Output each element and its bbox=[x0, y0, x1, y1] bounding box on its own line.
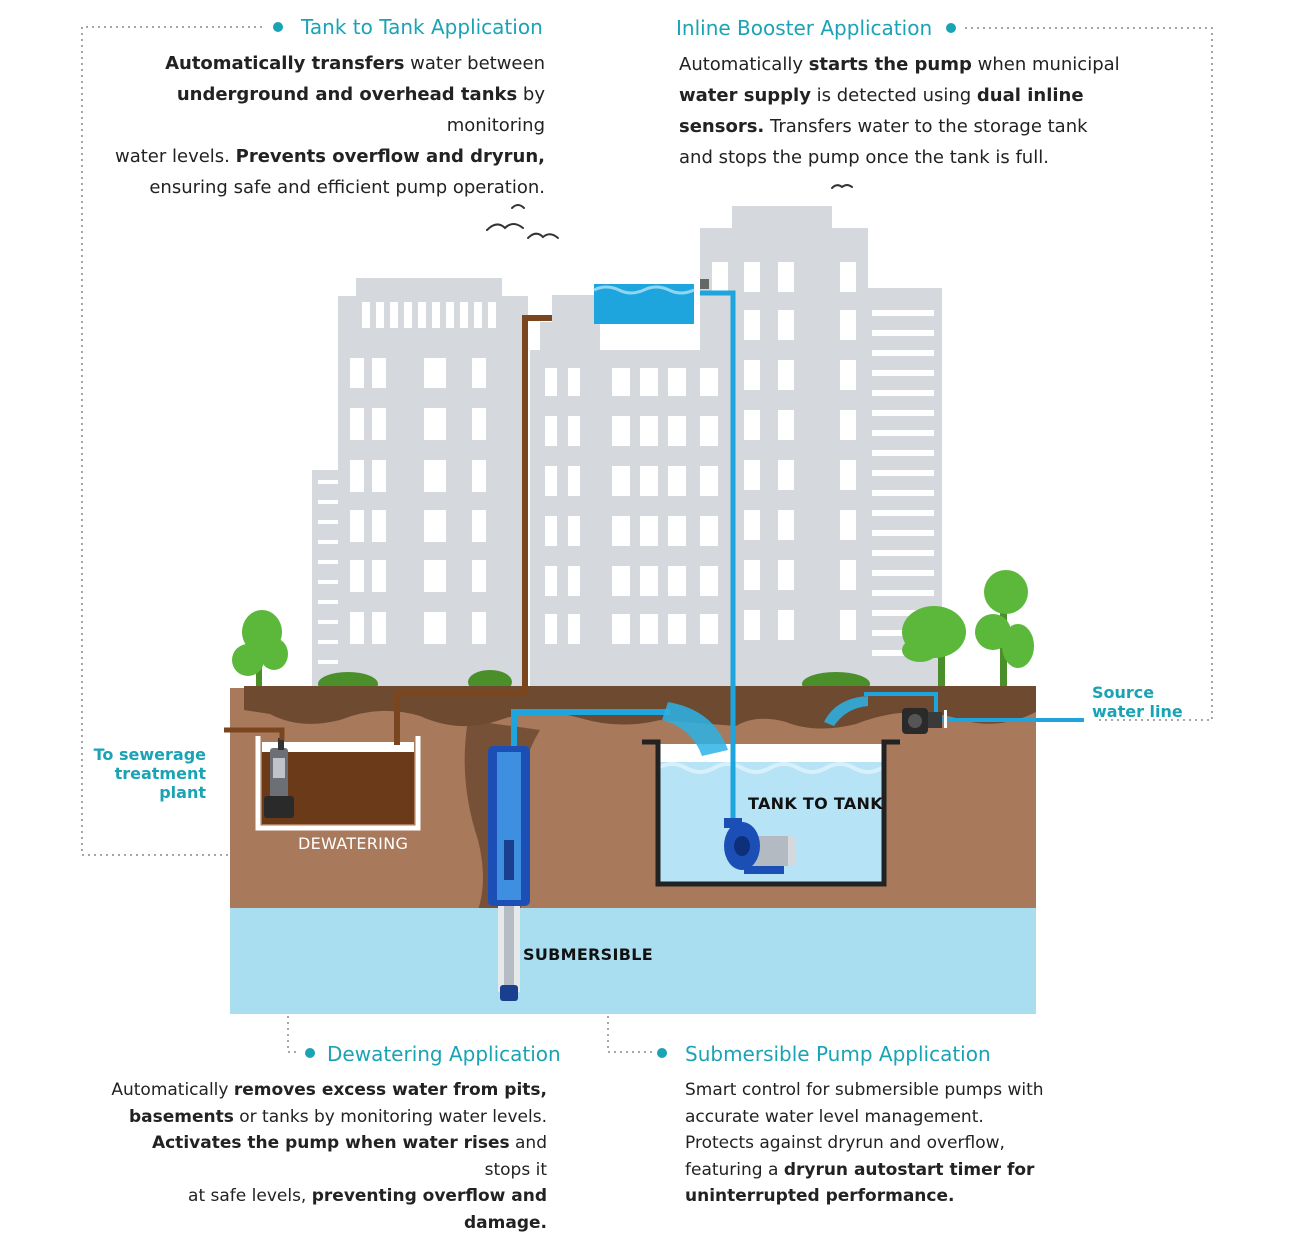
dewatering-label: DEWATERING bbox=[298, 834, 409, 853]
water-jet-into-tank bbox=[662, 702, 728, 756]
birds-icon bbox=[486, 184, 853, 239]
groundwater-layer bbox=[230, 908, 1036, 1014]
inline-booster-description: Automatically starts the pump when munic… bbox=[679, 54, 1120, 168]
tank-to-tank-pump-icon bbox=[724, 818, 796, 874]
water-jet-inline bbox=[824, 696, 868, 726]
blue-pipe-submersible bbox=[511, 709, 670, 750]
submersible-description: Smart control for submersible pumps with… bbox=[685, 1080, 1044, 1206]
blue-pipe-riser bbox=[700, 290, 736, 825]
tree-icon bbox=[232, 610, 288, 688]
dewatering-heading: Dewatering Application bbox=[327, 1042, 561, 1066]
bullet-tank-to-tank bbox=[273, 22, 283, 32]
source-water-line-label: Source water line bbox=[1092, 683, 1183, 721]
sensor-valve-icon bbox=[700, 279, 709, 289]
bullet-inline-booster bbox=[946, 23, 956, 33]
inline-booster-pump-icon bbox=[902, 708, 947, 734]
tank-to-tank-description: Automatically transfers water between un… bbox=[115, 53, 545, 198]
connector-submersible bbox=[607, 968, 655, 1053]
dewatering-pump-icon bbox=[264, 738, 294, 818]
bullet-dewatering bbox=[305, 1048, 315, 1058]
submersible-label: SUBMERSIBLE bbox=[523, 945, 653, 964]
bullet-submersible bbox=[657, 1048, 667, 1058]
submersible-pump-icon bbox=[488, 746, 530, 1001]
dewatering-description: Automatically removes excess water from … bbox=[111, 1080, 547, 1233]
tank-to-tank-label: TANK TO TANK bbox=[748, 794, 883, 813]
sewerage-outlet-pipe bbox=[224, 727, 285, 740]
building-windows-icon bbox=[318, 262, 934, 664]
tank-to-tank-heading: Tank to Tank Application bbox=[301, 15, 543, 39]
application-diagram bbox=[81, 22, 1213, 1058]
brown-pipe bbox=[394, 315, 552, 745]
submersible-heading: Submersible Pump Application bbox=[685, 1042, 991, 1066]
inline-booster-heading: Inline Booster Application bbox=[676, 16, 933, 40]
connector-tank-to-tank bbox=[81, 26, 262, 856]
connector-inline-booster bbox=[965, 27, 1213, 721]
sewerage-label: To sewerage treatment plant bbox=[93, 745, 206, 802]
tree-icon bbox=[902, 570, 1034, 688]
